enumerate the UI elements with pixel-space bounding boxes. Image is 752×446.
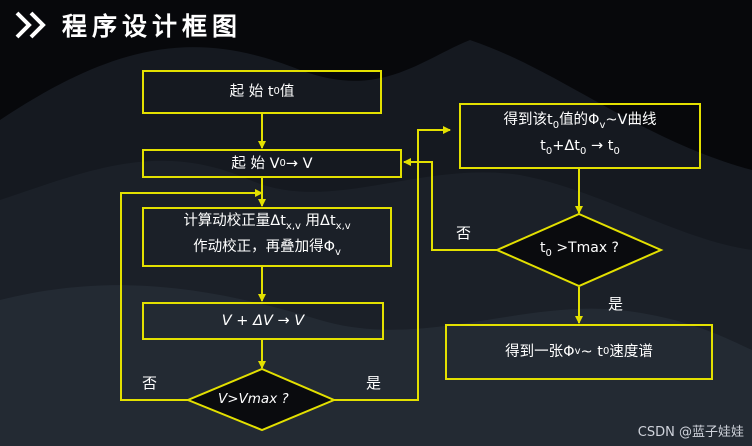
title-row: 程序设计框图 [14,8,242,42]
edge-label-no-left: 否 [142,374,158,392]
curve-line-2: t0+Δt0 → t0 [540,138,620,157]
watermark: CSDN @蓝子娃娃 [637,425,744,440]
loop-no-to-v0 [403,158,497,251]
check-t-text: t0 >Tmax ? [540,240,619,259]
curve-line-1: 得到该t0值的Φv~V曲线 [503,112,657,131]
node-calc: 计算动校正量Δtx,v 用Δtx,v 作动校正，再叠加得Φv [142,207,392,267]
loop-yes-to-curve [334,126,451,401]
node-curve: 得到该t0值的Φv~V曲线 t0+Δt0 → t0 [459,103,701,169]
loop-no-back [120,189,263,401]
calc-line-2: 作动校正，再叠加得Φv [193,239,341,258]
check-t-diamond [494,212,664,288]
edge-label-yes-right: 是 [366,374,382,392]
node-update-v: V + ΔV → V [142,302,384,340]
check-v-diamond [185,367,337,432]
calc-line-1: 计算动校正量Δtx,v 用Δtx,v [183,213,351,232]
check-v-text: V>Vmax ? [218,391,289,407]
page-title: 程序设计框图 [62,12,243,41]
edge-label-no-top: 否 [456,224,472,242]
edge-label-yes-bottom: 是 [608,295,624,313]
double-chevron-icon [15,11,46,39]
